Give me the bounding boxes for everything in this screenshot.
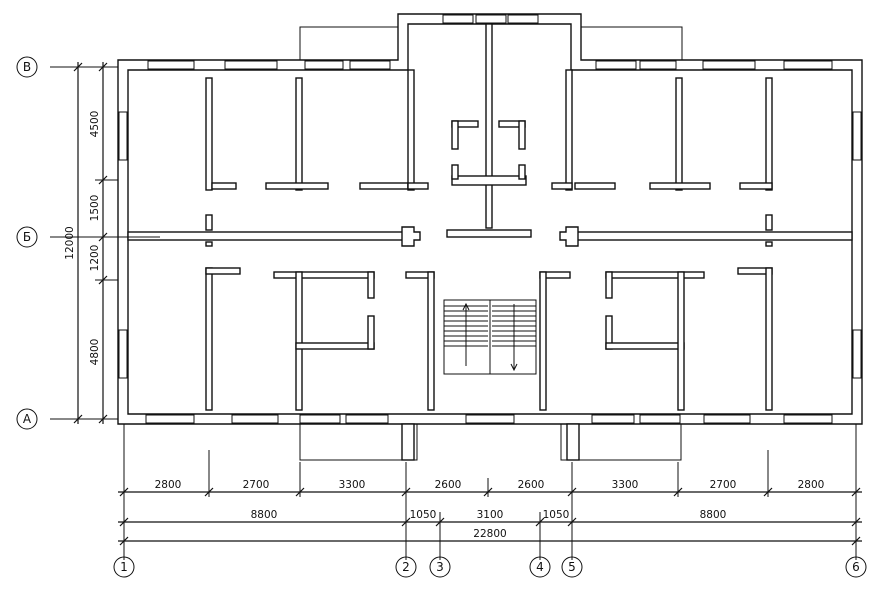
axis-label-2: 2 [402, 560, 410, 574]
dim-1-4: 2600 [435, 479, 462, 491]
dim-2-4: 1050 [543, 509, 570, 521]
dimension-lines-vertical [50, 62, 160, 424]
dim-2-1: 8800 [251, 509, 278, 521]
partitions-upper-left [205, 77, 409, 231]
dim-1-5: 2600 [518, 479, 545, 491]
dim-1-7: 2700 [710, 479, 737, 491]
dim-2-2: 1050 [410, 509, 437, 521]
axis-label-a: А [23, 412, 32, 426]
axis-bubble-5: 5 [561, 556, 583, 578]
dim-1-2: 2700 [243, 479, 270, 491]
axis-label-3: 3 [436, 560, 444, 574]
dim-1-1: 2800 [155, 479, 182, 491]
dim-1-8: 2800 [798, 479, 825, 491]
axis-bubble-v: В [16, 56, 38, 78]
staircase [443, 299, 537, 375]
dims-row-1: 2800 2700 3300 2600 2600 3300 2700 2800 [155, 479, 825, 491]
dim-depth-4: 4800 [89, 339, 101, 366]
axis-label-v: В [23, 60, 31, 74]
partitions-lower-right [539, 241, 773, 411]
partitions-upper-right [574, 77, 773, 231]
windows-side [118, 111, 862, 379]
partitions-upper-center [407, 23, 573, 229]
dim-depth-2: 1500 [89, 195, 101, 222]
dim-2-3: 3100 [477, 509, 504, 521]
axis-label-5: 5 [568, 560, 576, 574]
axis-bubble-3: 3 [429, 556, 451, 578]
axis-label-b: Б [23, 230, 31, 244]
axis-bubble-6: 6 [845, 556, 867, 578]
windows-top [147, 14, 833, 70]
axis-bubble-b: Б [16, 226, 38, 248]
dim-overall-depth: 12000 [64, 226, 76, 259]
dims-row-2: 8800 1050 3100 1050 8800 [251, 509, 727, 521]
dimension-lines-horizontal [118, 487, 862, 546]
dim-1-6: 3300 [612, 479, 639, 491]
dim-depth-1: 4500 [89, 111, 101, 138]
dim-1-3: 3300 [339, 479, 366, 491]
top-annex-blocks [299, 26, 683, 61]
bottom-porches [299, 423, 682, 461]
axis-bubble-a: А [16, 408, 38, 430]
axis-label-1: 1 [120, 560, 128, 574]
windows-bottom [145, 414, 833, 424]
axis-label-4: 4 [536, 560, 544, 574]
axis-bubble-2: 2 [395, 556, 417, 578]
corridor-walls [127, 226, 853, 247]
axis-bubble-4: 4 [529, 556, 551, 578]
dim-depth-3: 1200 [89, 245, 101, 272]
dim-2-5: 8800 [700, 509, 727, 521]
partitions-lower-left [205, 241, 435, 411]
axis-bubble-1: 1 [113, 556, 135, 578]
dim-overall-width: 22800 [473, 528, 506, 540]
axis-label-6: 6 [852, 560, 860, 574]
